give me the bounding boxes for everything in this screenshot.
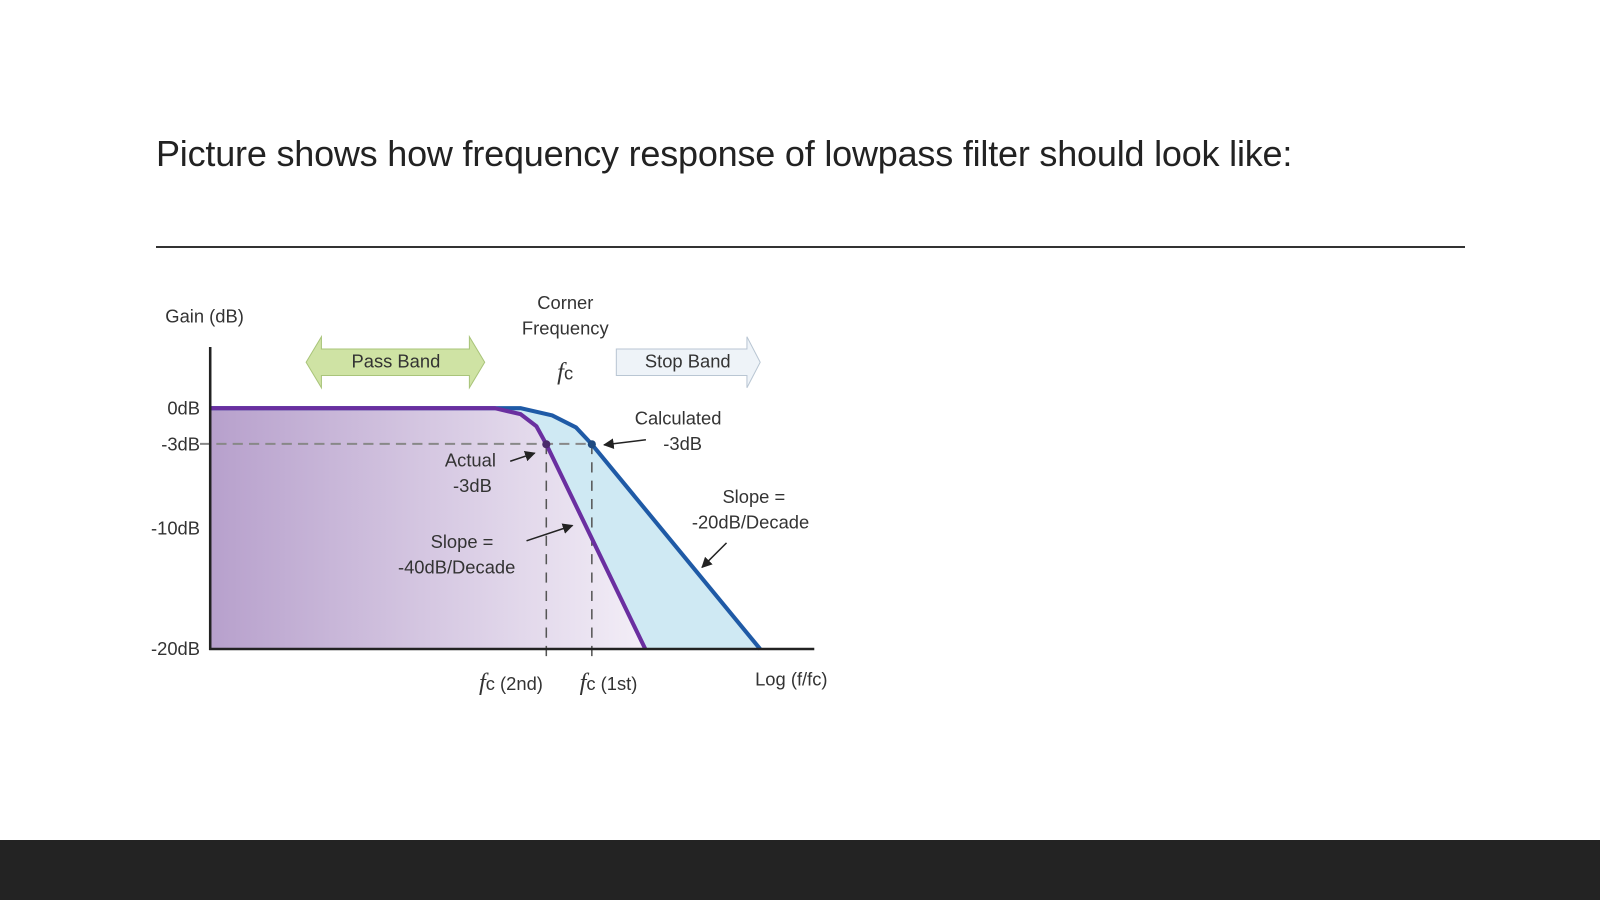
slope-40-label-2: -40dB/Decade [398, 556, 515, 577]
actual-label-2: -3dB [453, 475, 492, 496]
calculated-label-2: -3dB [663, 433, 702, 454]
x-tick-label: fc (1st) [580, 669, 638, 696]
y-tick-label: -10dB [151, 518, 200, 539]
slide-title: Picture shows how frequency response of … [156, 133, 1293, 174]
corner-frequency-label-2: Frequency [522, 318, 610, 339]
calculated-arrow [603, 438, 647, 450]
slope-40-arrow [526, 523, 574, 542]
actual-arrow [509, 451, 536, 462]
stop-band-label: Stop Band [645, 350, 731, 371]
corner-frequency-label-1: Corner [537, 292, 593, 313]
slope-20-label-1: Slope = [722, 486, 785, 507]
y-tick-label: -3dB [161, 433, 200, 454]
y-tick-label: -20dB [151, 638, 200, 659]
actual-label-1: Actual [445, 449, 496, 470]
actual-3db-point [542, 440, 551, 449]
slope-40-label-1: Slope = [431, 531, 494, 552]
series-line-2nd-order [209, 406, 648, 650]
pass-band-label: Pass Band [352, 350, 441, 371]
calculated-label-1: Calculated [635, 407, 722, 428]
footer-bar [0, 840, 1600, 900]
x-tick-label: fc (2nd) [479, 669, 543, 696]
pass-region-fill-2nd [209, 408, 646, 649]
slope-20-label-2: -20dB/Decade [692, 512, 809, 533]
y-axis-label: Gain (dB) [165, 305, 244, 326]
fc-symbol: fc [557, 359, 573, 386]
title-divider [156, 246, 1465, 248]
pass-band-arrow: Pass Band [305, 334, 486, 390]
slope-20-arrow [701, 542, 728, 569]
stop-band-arrow: Stop Band [615, 336, 761, 388]
y-tick-label: 0dB [167, 397, 200, 418]
x-axis-label: Log (f/fc) [755, 669, 827, 690]
calculated-3db-point [587, 440, 596, 449]
